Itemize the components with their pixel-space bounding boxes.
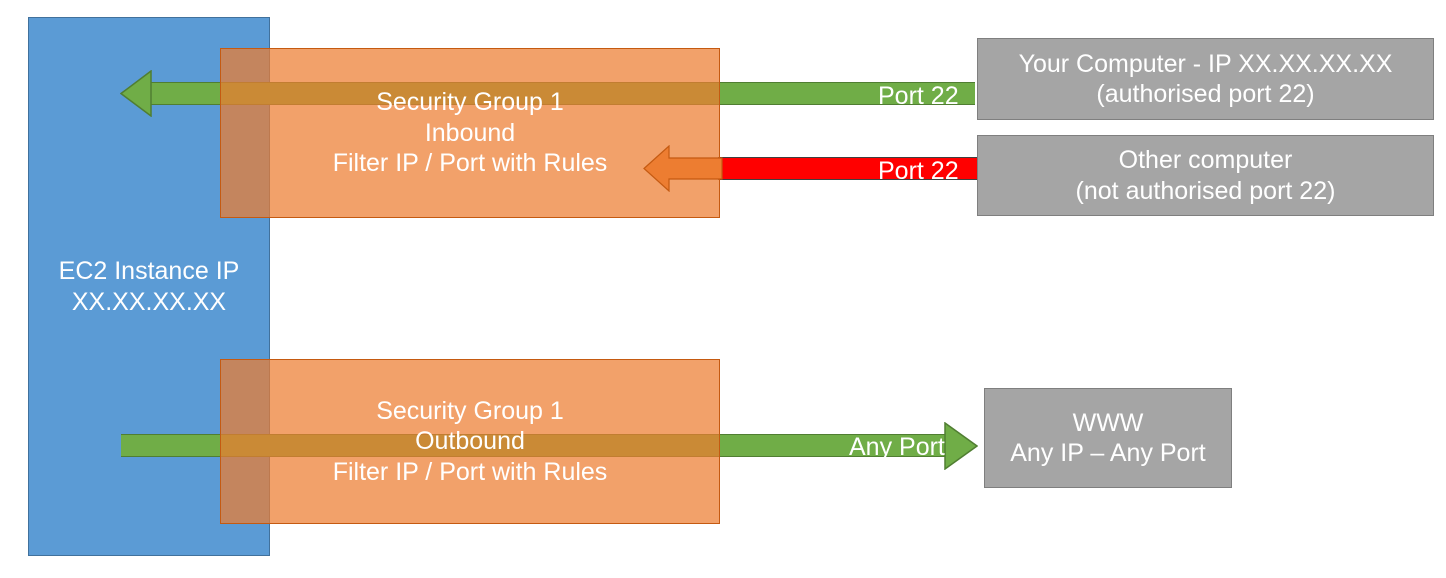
inbound-allowed-port-label: Port 22 (878, 82, 959, 110)
other-computer-line1: Other computer (1118, 146, 1293, 174)
security-group-outbound-direction: Outbound (415, 427, 525, 456)
www-box[interactable]: WWW Any IP – Any Port (984, 388, 1232, 488)
other-computer-line2: (not authorised port 22) (1075, 176, 1336, 205)
inbound-allowed-arrow-head-icon (120, 70, 152, 117)
security-group-inbound-box[interactable]: Security Group 1 Inbound Filter IP / Por… (220, 48, 720, 218)
security-group-inbound-direction: Inbound (424, 118, 516, 147)
inbound-blocked-arrow-head-icon (643, 145, 723, 192)
www-line2: Any IP – Any Port (1010, 439, 1206, 467)
security-group-inbound-name: Security Group 1 (376, 88, 564, 117)
ec2-instance-ip: IP XX.XX.XX.XX (71, 257, 240, 316)
outbound-allowed-arrow-head-icon (944, 422, 978, 470)
www-line1: WWW (1072, 408, 1144, 437)
your-computer-line1: Your Computer - IP XX.XX.XX.XX (1018, 49, 1393, 78)
outbound-allowed-port-label: Any Port (849, 433, 945, 461)
security-group-outbound-name: Security Group 1 (376, 396, 564, 425)
ec2-instance-label-block: EC2 Instance IP XX.XX.XX.XX (29, 256, 269, 317)
security-group-inbound-rule: Filter IP / Port with Rules (332, 149, 608, 178)
your-computer-box[interactable]: Your Computer - IP XX.XX.XX.XX (authoris… (977, 38, 1434, 120)
security-group-outbound-rule: Filter IP / Port with Rules (332, 457, 608, 486)
security-group-outbound-box[interactable]: Security Group 1 Outbound Filter IP / Po… (220, 359, 720, 524)
ec2-instance-name: EC2 Instance (58, 257, 209, 285)
other-computer-box[interactable]: Other computer (not authorised port 22) (977, 135, 1434, 216)
inbound-blocked-arrow-shaft (718, 157, 978, 180)
your-computer-line2: (authorised port 22) (1096, 80, 1315, 108)
inbound-blocked-port-label: Port 22 (878, 157, 959, 185)
